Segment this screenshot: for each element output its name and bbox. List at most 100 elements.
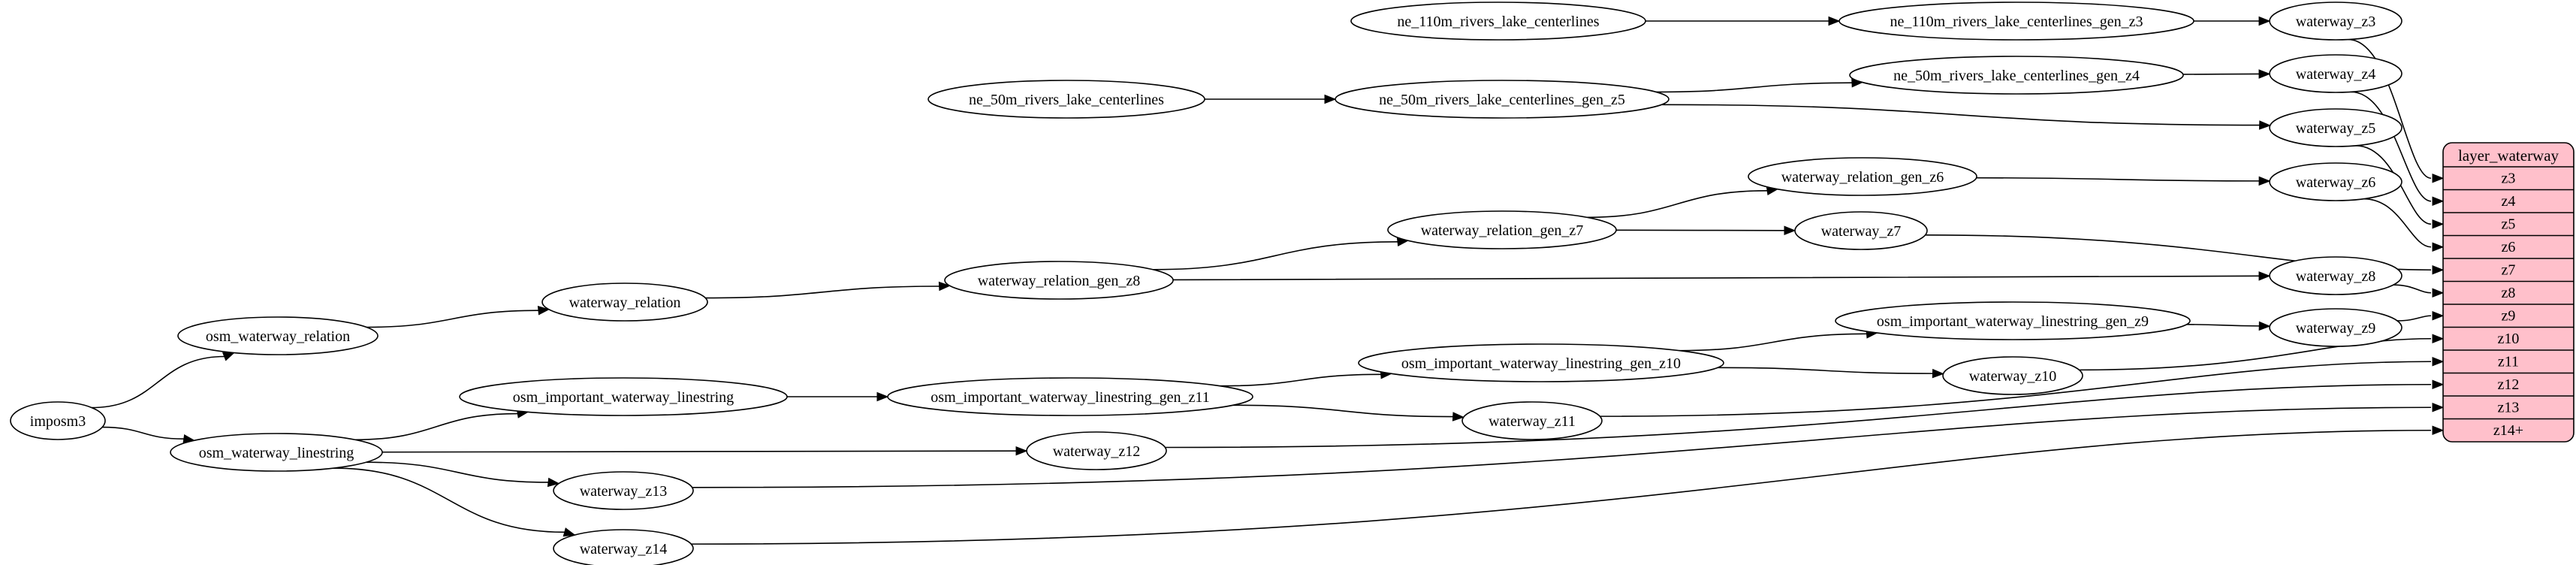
- node-label-ne_50m_rivers_lake_centerlines_gen_z5: ne_50m_rivers_lake_centerlines_gen_z5: [1379, 92, 1625, 108]
- node-ellipse-osm_important_waterway_linestring_gen_z11[interactable]: [887, 377, 1253, 416]
- layer-row-z14plus[interactable]: z14+: [2493, 422, 2523, 439]
- node-ellipse-waterway_z9[interactable]: [2269, 308, 2403, 347]
- layer-row-z7[interactable]: z7: [2502, 261, 2516, 278]
- edge-arrowhead: [1324, 94, 1337, 104]
- layer-row-z8[interactable]: z8: [2502, 285, 2516, 301]
- node-ellipse-waterway_z10[interactable]: [1942, 356, 2083, 395]
- node-label-waterway_z7: waterway_z7: [1821, 223, 1902, 240]
- node-osm_important_waterway_linestring_gen_z11[interactable]: osm_important_waterway_linestring_gen_z1…: [887, 377, 1253, 416]
- node-waterway_relation_gen_z7[interactable]: waterway_relation_gen_z7: [1387, 210, 1617, 249]
- layer-row-z3[interactable]: z3: [2502, 170, 2516, 186]
- node-waterway_relation_gen_z8[interactable]: waterway_relation_gen_z8: [944, 261, 1174, 300]
- node-waterway_z13[interactable]: waterway_z13: [553, 471, 694, 510]
- node-waterway_z4[interactable]: waterway_z4: [2269, 54, 2403, 93]
- node-waterway_relation_gen_z6[interactable]: waterway_relation_gen_z6: [1748, 157, 1977, 196]
- node-ne_50m_rivers_lake_centerlines_gen_z4[interactable]: ne_50m_rivers_lake_centerlines_gen_z4: [1849, 56, 2184, 95]
- edge-arrowhead: [2432, 425, 2445, 435]
- node-ellipse-ne_50m_rivers_lake_centerlines_gen_z4[interactable]: [1849, 56, 2184, 95]
- node-ellipse-waterway_z13[interactable]: [553, 471, 694, 510]
- node-ellipse-ne_110m_rivers_lake_centerlines[interactable]: [1350, 2, 1646, 41]
- nodes-group: imposm3 osm_waterway_relation osm_waterway…: [10, 2, 2403, 565]
- edge-arrowhead: [1015, 446, 1028, 456]
- edge-arrowhead: [876, 391, 889, 402]
- node-ellipse-waterway_z7[interactable]: [1794, 211, 1928, 250]
- node-waterway_z8[interactable]: waterway_z8: [2269, 256, 2403, 295]
- node-ellipse-waterway_z8[interactable]: [2269, 256, 2403, 295]
- edge-arrowhead: [2258, 120, 2271, 130]
- node-ellipse-waterway_relation_gen_z7[interactable]: [1387, 210, 1617, 249]
- node-osm_important_waterway_linestring[interactable]: osm_important_waterway_linestring: [459, 377, 788, 416]
- node-ellipse-osm_important_waterway_linestring[interactable]: [459, 377, 788, 416]
- node-waterway_z12[interactable]: waterway_z12: [1026, 431, 1167, 470]
- node-ellipse-imposm3[interactable]: [10, 401, 106, 440]
- edge-osm_important_waterway_linestring_gen_z9-to-waterway_z9: [2186, 324, 2260, 327]
- node-label-waterway_z5: waterway_z5: [2296, 120, 2376, 137]
- node-label-osm_important_waterway_linestring_gen_z10: osm_important_waterway_linestring_gen_z1…: [1401, 355, 1681, 372]
- layer-row-z4[interactable]: z4: [2502, 193, 2516, 210]
- node-label-ne_110m_rivers_lake_centerlines: ne_110m_rivers_lake_centerlines: [1397, 14, 1599, 30]
- node-waterway_z11[interactable]: waterway_z11: [1461, 401, 1603, 440]
- node-ellipse-waterway_z3[interactable]: [2269, 2, 2403, 41]
- node-waterway_z3[interactable]: waterway_z3: [2269, 2, 2403, 41]
- node-ne_50m_rivers_lake_centerlines[interactable]: ne_50m_rivers_lake_centerlines: [928, 80, 1205, 119]
- node-osm_waterway_linestring[interactable]: osm_waterway_linestring: [170, 433, 383, 472]
- node-label-ne_50m_rivers_lake_centerlines: ne_50m_rivers_lake_centerlines: [969, 92, 1164, 108]
- node-label-osm_important_waterway_linestring: osm_important_waterway_linestring: [513, 389, 734, 406]
- layer-row-z11[interactable]: z11: [2498, 353, 2519, 370]
- layer-row-z12[interactable]: z12: [2498, 376, 2520, 393]
- node-osm_important_waterway_linestring_gen_z9[interactable]: osm_important_waterway_linestring_gen_z9: [1835, 301, 2191, 340]
- edge-arrowhead: [1932, 368, 1944, 379]
- layer-row-z10[interactable]: z10: [2498, 331, 2520, 347]
- layer-row-z13[interactable]: z13: [2498, 399, 2520, 415]
- edge-waterway_relation_gen_z8-to-waterway_z8: [1172, 275, 2260, 281]
- node-label-waterway_relation_gen_z7: waterway_relation_gen_z7: [1421, 222, 1584, 239]
- node-waterway_z14[interactable]: waterway_z14: [553, 529, 694, 565]
- node-ellipse-ne_110m_rivers_lake_centerlines_gen_z3[interactable]: [1838, 2, 2194, 41]
- node-waterway_z6[interactable]: waterway_z6: [2269, 162, 2403, 201]
- node-osm_waterway_relation[interactable]: osm_waterway_relation: [177, 316, 379, 355]
- node-ellipse-waterway_relation_gen_z8[interactable]: [944, 261, 1174, 300]
- edge-arrowhead: [1784, 225, 1796, 236]
- node-imposm3[interactable]: imposm3: [10, 401, 106, 440]
- node-ellipse-ne_50m_rivers_lake_centerlines_gen_z5[interactable]: [1335, 80, 1670, 119]
- layer-row-z5[interactable]: z5: [2502, 216, 2516, 232]
- node-label-waterway_z13: waterway_z13: [580, 483, 668, 500]
- edge-waterway_z9-to-layer_waterway_z9: [2397, 315, 2432, 322]
- node-ne_50m_rivers_lake_centerlines_gen_z5[interactable]: ne_50m_rivers_lake_centerlines_gen_z5: [1335, 80, 1670, 119]
- node-label-imposm3: imposm3: [30, 413, 86, 430]
- node-ellipse-waterway_z14[interactable]: [553, 529, 694, 565]
- node-ellipse-osm_important_waterway_linestring_gen_z9[interactable]: [1835, 301, 2191, 340]
- edge-waterway_relation_gen_z8-to-waterway_relation_gen_z7: [1153, 240, 1398, 270]
- node-waterway_relation[interactable]: waterway_relation: [541, 282, 708, 322]
- node-waterway_z9[interactable]: waterway_z9: [2269, 308, 2403, 347]
- node-ellipse-osm_waterway_linestring[interactable]: [170, 433, 383, 472]
- edge-arrowhead: [2432, 196, 2445, 206]
- node-waterway_z5[interactable]: waterway_z5: [2269, 108, 2403, 147]
- node-ellipse-waterway_z11[interactable]: [1461, 401, 1603, 440]
- layer-row-z9[interactable]: z9: [2502, 307, 2516, 324]
- node-ellipse-osm_important_waterway_linestring_gen_z10[interactable]: [1358, 343, 1724, 382]
- node-ellipse-waterway_z12[interactable]: [1026, 431, 1167, 470]
- node-ellipse-waterway_z6[interactable]: [2269, 162, 2403, 201]
- node-waterway_z10[interactable]: waterway_z10: [1942, 356, 2083, 395]
- node-ellipse-ne_50m_rivers_lake_centerlines[interactable]: [928, 80, 1205, 119]
- node-label-waterway_relation_gen_z6: waterway_relation_gen_z6: [1781, 169, 1944, 186]
- edge-arrowhead: [2432, 403, 2445, 412]
- node-osm_important_waterway_linestring_gen_z10[interactable]: osm_important_waterway_linestring_gen_z1…: [1358, 343, 1724, 382]
- edge-ne_50m_rivers_lake_centerlines_gen_z5-to-ne_50m_rivers_lake_centerlines_gen_z4: [1656, 82, 1852, 93]
- edge-osm_waterway_linestring-to-waterway_z14: [333, 467, 565, 533]
- node-label-waterway_z14: waterway_z14: [580, 541, 668, 557]
- node-ellipse-waterway_relation_gen_z6[interactable]: [1748, 157, 1977, 196]
- node-ellipse-waterway_z4[interactable]: [2269, 54, 2403, 93]
- node-ne_110m_rivers_lake_centerlines[interactable]: ne_110m_rivers_lake_centerlines: [1350, 2, 1646, 41]
- node-ellipse-waterway_relation[interactable]: [541, 282, 708, 322]
- edge-waterway_z4-to-layer_waterway_z4: [2351, 91, 2432, 202]
- node-ne_110m_rivers_lake_centerlines_gen_z3[interactable]: ne_110m_rivers_lake_centerlines_gen_z3: [1838, 2, 2194, 41]
- edge-osm_important_waterway_linestring_gen_z11-to-osm_important_waterway_linestring_gen_z10: [1220, 373, 1381, 387]
- edge-waterway_relation_gen_z7-to-waterway_relation_gen_z6: [1587, 189, 1768, 219]
- layer-row-z6[interactable]: z6: [2502, 239, 2516, 255]
- node-ellipse-osm_waterway_relation[interactable]: [177, 316, 379, 355]
- node-ellipse-waterway_z5[interactable]: [2269, 108, 2403, 147]
- node-waterway_z7[interactable]: waterway_z7: [1794, 211, 1928, 250]
